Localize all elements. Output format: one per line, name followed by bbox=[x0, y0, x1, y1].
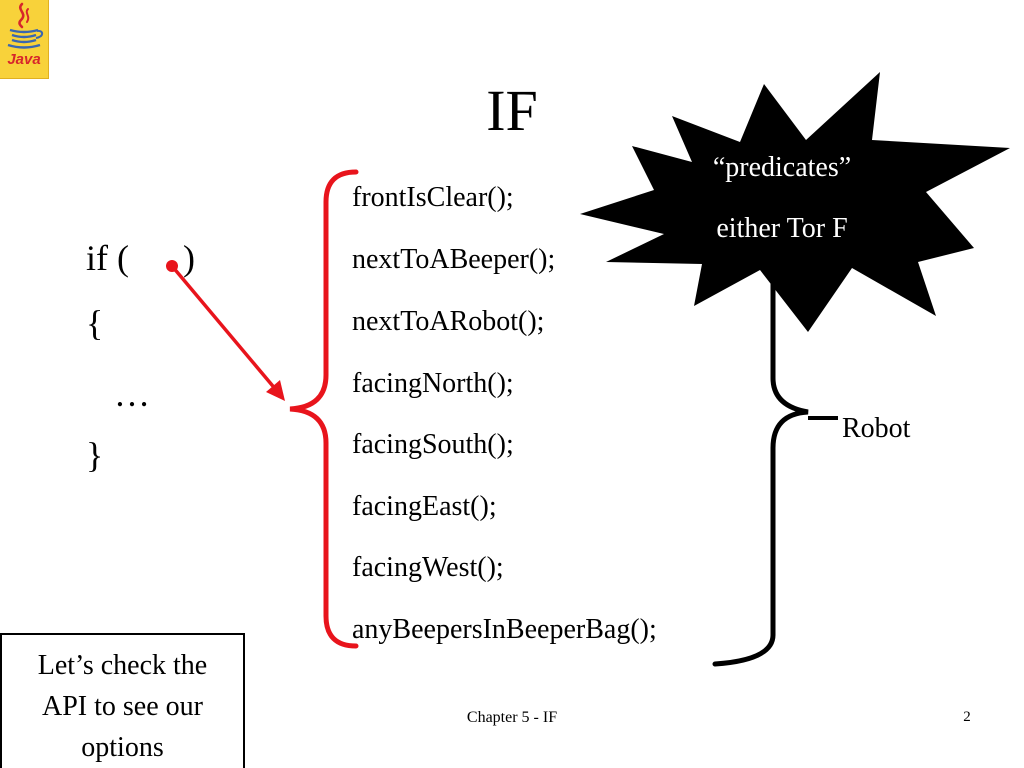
code-close-brace: } bbox=[86, 435, 104, 475]
predicate-item: nextToABeeper(); bbox=[352, 244, 556, 275]
callout-line: API to see our bbox=[42, 691, 203, 722]
robot-label: Robot bbox=[842, 413, 911, 444]
predicate-item: facingWest(); bbox=[352, 552, 504, 583]
page-number: 2 bbox=[963, 709, 971, 725]
predicates-starburst bbox=[580, 72, 1010, 332]
predicate-item: anyBeepersInBeeperBag(); bbox=[352, 614, 657, 645]
callout-line: Let’s check the bbox=[37, 650, 208, 681]
predicate-item: nextToARobot(); bbox=[352, 306, 545, 337]
java-cup-icon bbox=[7, 2, 44, 49]
predicate-item: facingSouth(); bbox=[352, 429, 514, 460]
java-logo-text: Java bbox=[7, 51, 41, 68]
slide-title: IF bbox=[486, 78, 538, 143]
robot-curly-brace bbox=[712, 272, 809, 667]
code-open-brace: { bbox=[86, 303, 104, 343]
slide-footer: Chapter 5 - IF bbox=[466, 709, 558, 726]
predicate-item: frontIsClear(); bbox=[352, 182, 514, 213]
predicate-item: facingEast(); bbox=[352, 491, 497, 522]
java-logo: Java bbox=[0, 0, 49, 79]
red-arrow-icon bbox=[170, 264, 285, 401]
code-ellipsis: … bbox=[114, 374, 150, 414]
red-curly-brace bbox=[289, 169, 359, 649]
burst-text-predicates: “predicates” bbox=[712, 152, 852, 183]
api-callout-box: Let’s check the API to see our options bbox=[0, 633, 245, 768]
burst-text-true-false: either Tor F bbox=[716, 213, 848, 244]
code-if-line: if ( ) bbox=[86, 238, 195, 278]
predicate-item: facingNorth(); bbox=[352, 368, 514, 399]
callout-line: options bbox=[81, 732, 164, 763]
